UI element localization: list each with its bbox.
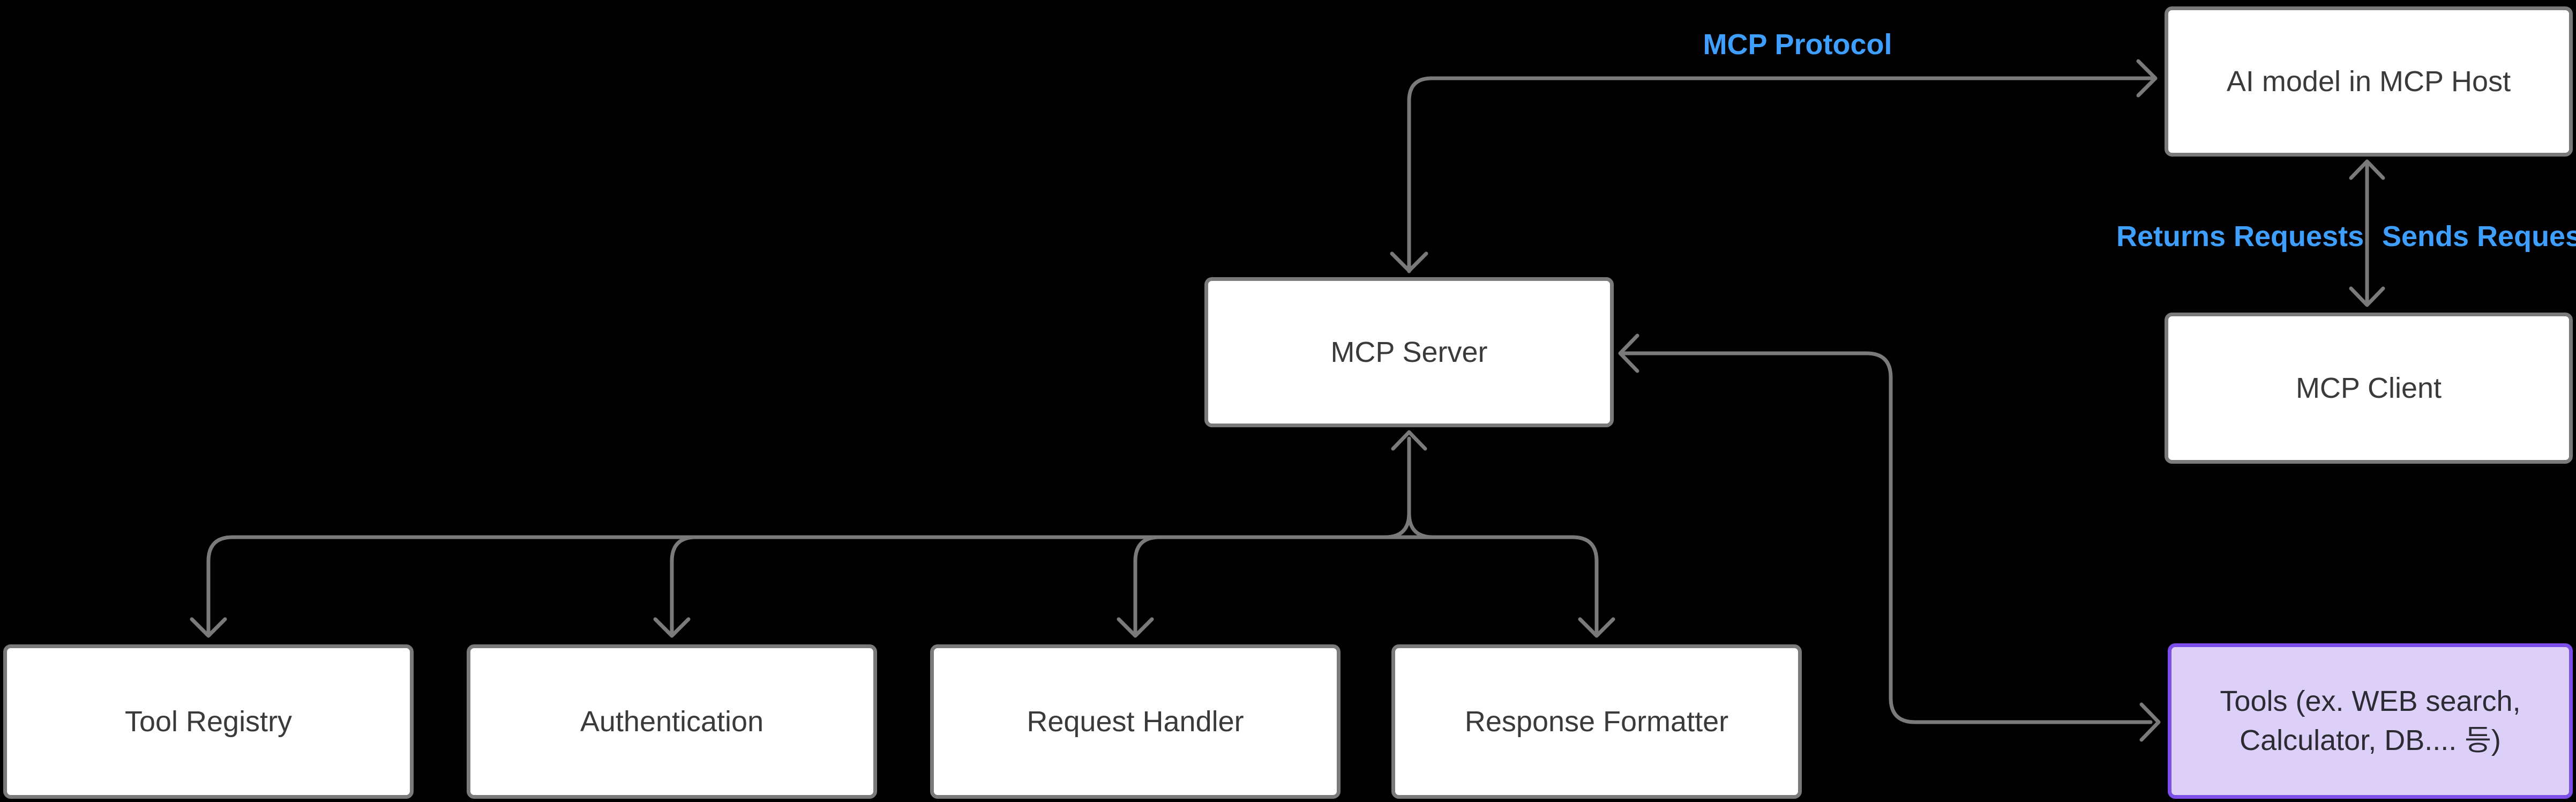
arrowhead-right-into-ai-model xyxy=(2136,59,2158,98)
arrowhead-right-into-tools xyxy=(2139,702,2161,742)
node-authentication-label: Authentication xyxy=(580,705,764,738)
node-mcp-client-label: MCP Client xyxy=(2295,372,2442,404)
node-tools: Tools (ex. WEB search, Calculator, DB...… xyxy=(2168,643,2573,799)
arrowhead-down-into-mcp-client-top xyxy=(2349,286,2385,307)
arrowhead-down-into-response-formatter xyxy=(1578,617,1615,638)
edge-label-returns-requests: Returns Requests xyxy=(2116,220,2364,253)
node-tools-label-line2: Calculator, DB.... 등) xyxy=(2240,724,2501,756)
edge-drop-response-formatter xyxy=(1570,535,1599,635)
arrowhead-down-into-tool-registry xyxy=(190,617,227,638)
node-response-formatter: Response Formatter xyxy=(1391,644,1802,799)
edge-drop-tool-registry xyxy=(206,535,235,635)
edge-rise-to-mcp-server xyxy=(1383,436,1411,539)
arrowhead-down-into-mcp-server-top xyxy=(1390,251,1428,273)
node-mcp-server-label: MCP Server xyxy=(1330,336,1488,368)
edge-label-mcp-protocol: MCP Protocol xyxy=(1703,28,1892,61)
edge-drop-authentication xyxy=(670,535,698,635)
edge-label-sends-requests: Sends Requests xyxy=(2382,220,2576,253)
arrowhead-up-into-mcp-server-bottom xyxy=(1391,430,1427,451)
edge-server-to-ai-model xyxy=(1407,76,2154,273)
edge-drop-request-handler xyxy=(1133,535,1162,635)
node-tool-registry-label: Tool Registry xyxy=(124,705,293,738)
arrowhead-down-into-request-handler xyxy=(1117,617,1154,638)
arrowhead-left-into-mcp-server-right xyxy=(1618,333,1639,373)
node-response-formatter-label: Response Formatter xyxy=(1464,705,1729,738)
node-authentication: Authentication xyxy=(467,644,877,799)
node-request-handler: Request Handler xyxy=(930,644,1341,799)
node-ai-model-label: AI model in MCP Host xyxy=(2226,65,2511,98)
node-request-handler-label: Request Handler xyxy=(1027,705,1244,738)
arrowhead-up-into-ai-model-bottom xyxy=(2349,159,2385,180)
edge-rise-fillet-right xyxy=(1407,511,1435,539)
node-ai-model-in-mcp-host: AI model in MCP Host xyxy=(2165,6,2573,157)
node-mcp-server: MCP Server xyxy=(1204,277,1614,427)
node-tools-label-line1: Tools (ex. WEB search, xyxy=(2220,685,2521,718)
node-mcp-client: MCP Client xyxy=(2165,313,2573,464)
edge-server-to-tools xyxy=(1621,351,2153,724)
arrowhead-down-into-authentication xyxy=(653,617,691,638)
node-tool-registry: Tool Registry xyxy=(3,644,414,799)
